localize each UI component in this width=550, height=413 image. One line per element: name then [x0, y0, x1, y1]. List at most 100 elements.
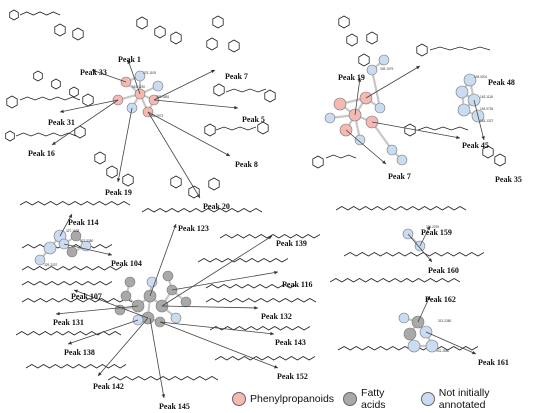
- pointer-arrowhead: [426, 296, 431, 300]
- pointer-arrowhead: [116, 178, 121, 182]
- chain-structure: [335, 206, 467, 211]
- pointer-arrowhead: [270, 331, 274, 336]
- peak-label: Peak 16: [28, 149, 55, 158]
- fatty-acid-node: [120, 290, 132, 302]
- legend-swatch-gray: [343, 392, 358, 406]
- chain-structure: [107, 376, 219, 381]
- legend-item-fatty-acids: Fatty acids: [343, 387, 412, 411]
- pointer-line: [425, 331, 477, 355]
- peak-label: Peak 160: [428, 266, 459, 275]
- node-mass-label: 329.2337: [44, 263, 58, 267]
- pointer-arrowhead: [268, 236, 272, 240]
- chain-structure: [343, 252, 485, 257]
- unannotated-node: [455, 85, 469, 99]
- ring-structure: [82, 93, 94, 107]
- ring-structure: [416, 43, 428, 57]
- chain-structure: [141, 208, 263, 213]
- chain-structure: [25, 364, 127, 369]
- node-mass-label: 193.0501: [474, 75, 488, 79]
- fatty-acid-node: [66, 246, 78, 258]
- pointer-arrowhead: [274, 365, 278, 369]
- ring-structure: [122, 173, 134, 187]
- ring-structure: [72, 27, 84, 41]
- peak-label: Peak 142: [93, 382, 124, 391]
- pointer-line: [365, 65, 421, 99]
- peak-label: Peak 33: [80, 68, 107, 77]
- pointer-arrowhead: [274, 270, 278, 275]
- chain-structure: [205, 284, 297, 289]
- pointer-line: [407, 233, 433, 263]
- fatty-acid-node: [170, 312, 182, 324]
- peak-label: Peak 7: [388, 172, 411, 181]
- legend-label: Not initially annotated: [438, 387, 490, 411]
- ring-structure: [33, 70, 43, 82]
- ring-structure: [366, 31, 378, 45]
- peak-label: Peak 20: [203, 202, 230, 211]
- chain-structure: [417, 126, 469, 131]
- ring-structure: [212, 15, 224, 29]
- node-mass-label: 163.0753: [480, 107, 494, 111]
- pointer-line: [127, 59, 141, 95]
- fatty-acid-node: [403, 327, 417, 341]
- pointer-line: [149, 223, 177, 297]
- ring-structure: [312, 155, 324, 169]
- legend-item-not-annotated: Not initially annotated: [420, 387, 539, 411]
- pointer-arrowhead: [56, 311, 60, 316]
- pointer-arrowhead: [481, 136, 485, 140]
- chain-structure: [325, 154, 357, 159]
- ring-structure: [358, 53, 370, 67]
- phenylpropanoid-node: [378, 54, 390, 66]
- pointer-line: [147, 111, 201, 199]
- ring-structure: [51, 78, 61, 90]
- phenylpropanoid-node: [366, 64, 378, 76]
- pointer-line: [51, 99, 119, 146]
- fatty-acid-node: [398, 312, 410, 324]
- node-mass-label: 327.2380: [80, 239, 94, 243]
- chain-structure: [429, 46, 491, 51]
- pointer-line: [153, 99, 239, 109]
- phenylpropanoid-node: [333, 97, 347, 111]
- pointer-line: [147, 111, 231, 157]
- pointer-line: [371, 121, 461, 139]
- phenylpropanoid-node: [324, 112, 336, 124]
- pointer-arrowhead: [428, 258, 432, 262]
- fatty-acid-node: [34, 254, 46, 266]
- node-mass-label: 313.2380: [438, 319, 452, 323]
- ring-structure: [228, 39, 240, 53]
- pointer-line: [419, 225, 431, 247]
- peak-label: Peak 152: [277, 372, 308, 381]
- ring-structure: [208, 177, 220, 191]
- pointer-line: [161, 305, 259, 309]
- node-mass-label: 331.2650: [436, 349, 450, 353]
- legend-swatch-pink: [232, 392, 246, 406]
- ring-structure: [404, 123, 416, 137]
- legend-swatch-blue: [420, 392, 435, 406]
- chain-structure: [337, 346, 479, 351]
- fatty-acid-node: [180, 296, 192, 308]
- pointer-line: [67, 319, 139, 345]
- pointer-line: [91, 69, 127, 83]
- node-mass-label: 327.1638: [66, 229, 80, 233]
- pointer-arrowhead: [68, 214, 72, 218]
- pointer-arrowhead: [98, 372, 102, 376]
- peak-label: Peak 31: [48, 118, 75, 127]
- pointer-line: [161, 235, 273, 307]
- pointer-line: [59, 213, 73, 237]
- chain-structure: [21, 266, 123, 271]
- chain-structure: [21, 281, 113, 286]
- phenylpropanoid-node: [396, 154, 408, 166]
- peak-label: Peak 104: [111, 259, 142, 268]
- pointer-line: [59, 99, 119, 113]
- ring-structure: [346, 33, 358, 47]
- pointer-line: [73, 289, 149, 319]
- ring-structure: [264, 89, 276, 103]
- fatty-acid-node: [43, 241, 57, 255]
- pointer-arrowhead: [68, 341, 72, 345]
- pointer-arrowhead: [226, 152, 230, 156]
- unannotated-node: [457, 103, 471, 117]
- peak-label: Peak 1: [118, 55, 141, 64]
- pointer-arrowhead: [472, 350, 476, 355]
- fatty-acid-node: [70, 230, 82, 242]
- phenylpropanoid-node: [134, 70, 146, 82]
- pointer-line: [149, 317, 165, 399]
